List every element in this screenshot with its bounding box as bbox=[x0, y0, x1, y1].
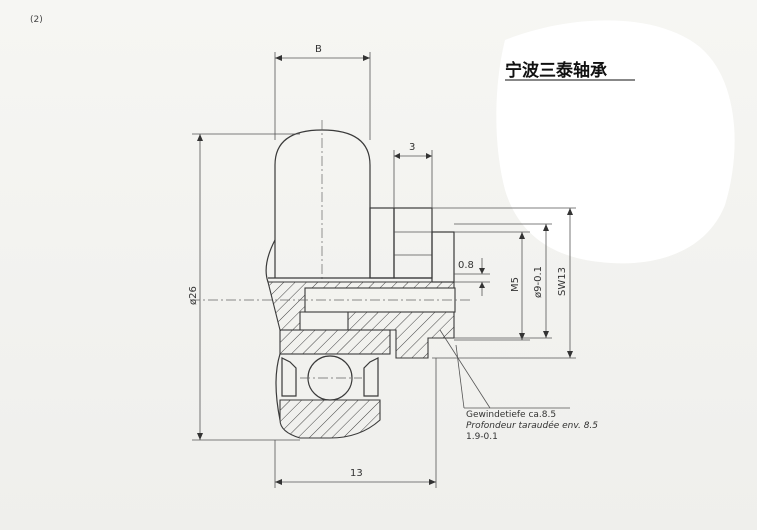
note-leaders bbox=[439, 329, 570, 409]
dim-B-label: B bbox=[315, 44, 322, 55]
dim-dia9-label: ø9-0.1 bbox=[533, 266, 544, 298]
note-tolerance: 1.9-0.1 bbox=[466, 432, 498, 442]
dim-0-8-label: 0.8 bbox=[458, 260, 474, 271]
shaft-section bbox=[190, 281, 470, 359]
logo-blob bbox=[496, 20, 735, 264]
dim-offset: 0.8 bbox=[454, 258, 490, 296]
brand-title: 宁波三泰轴承 bbox=[505, 60, 607, 81]
dim-thread-length: 3 bbox=[393, 142, 433, 208]
dim-shaft-diameter: ø9-0.1 bbox=[454, 223, 552, 339]
dim-wrench-SW13: SW13 bbox=[432, 207, 576, 359]
dim-SW13-label: SW13 bbox=[557, 267, 568, 296]
dim-dia26-label: ø26 bbox=[188, 286, 199, 305]
note-profondeur: Profondeur taraudée env. 8.5 bbox=[466, 420, 598, 431]
dim-M5-label: M5 bbox=[510, 277, 521, 292]
corner-mark: (2) bbox=[30, 15, 43, 25]
dim-13-label: 13 bbox=[350, 468, 363, 479]
part-outline bbox=[265, 120, 455, 283]
note-gewindetiefe: Gewindetiefe ca.8.5 bbox=[466, 410, 556, 420]
dim-overall-length: 13 bbox=[274, 358, 437, 488]
bearing-section bbox=[275, 329, 391, 439]
dim-thread-M5: M5 bbox=[454, 231, 530, 341]
dim-width-B: B bbox=[274, 44, 371, 140]
dim-outer-diameter: ø26 bbox=[188, 133, 300, 441]
dim-3-label: 3 bbox=[409, 142, 415, 153]
